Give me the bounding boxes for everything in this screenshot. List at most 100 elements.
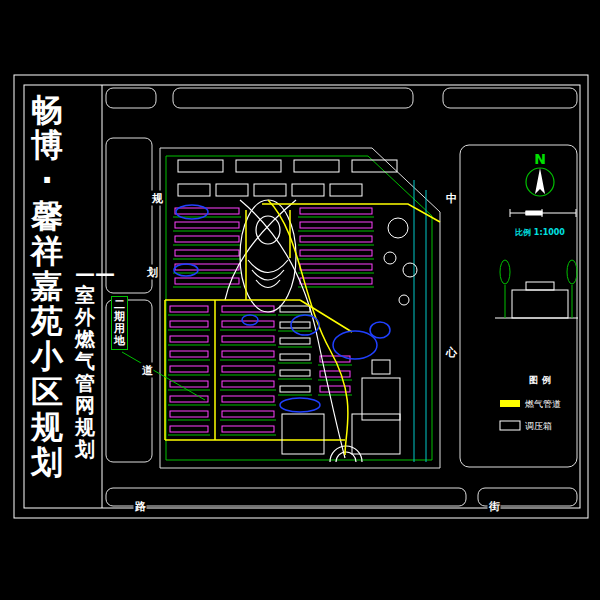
map-label: 划: [146, 265, 159, 280]
building: [280, 322, 310, 328]
building: [280, 354, 310, 360]
path-line: [173, 245, 241, 246]
path-line: [173, 231, 241, 232]
map-label: N: [533, 151, 547, 167]
path-line: [220, 435, 276, 436]
title-strip-line: [102, 85, 103, 508]
building: [175, 222, 239, 228]
path-line: [168, 360, 210, 361]
north-arrow: [526, 168, 554, 196]
sheet-subtitle: ——室外燃气管网规划: [75, 262, 95, 460]
map-label: 图 例: [528, 374, 551, 387]
site-boundary: [166, 156, 432, 460]
building: [300, 264, 372, 270]
building: [280, 370, 310, 376]
path-line: [220, 375, 276, 376]
building: [175, 278, 239, 284]
building: [352, 160, 397, 172]
building: [170, 366, 208, 372]
building: [178, 160, 223, 172]
parcel-label: 二期用地: [114, 299, 125, 347]
building: [300, 250, 372, 256]
path-line: [168, 420, 210, 421]
public-buildings: [282, 360, 400, 454]
path-line: [220, 390, 276, 391]
sheet-frame: [14, 75, 588, 518]
path-line: [220, 360, 276, 361]
building: [178, 184, 210, 196]
building: [222, 366, 274, 372]
legend-text: 调压箱: [525, 420, 552, 433]
map-label: 规: [151, 191, 164, 206]
path-line: [173, 259, 241, 260]
path-line: [173, 273, 241, 274]
trees: [384, 218, 417, 305]
scale-bar: [510, 209, 576, 217]
building: [300, 222, 372, 228]
path-line: [168, 330, 210, 331]
building: [222, 306, 274, 312]
gas-pipes: [165, 200, 440, 455]
path-line: [278, 379, 312, 380]
building: [216, 184, 248, 196]
legend-text: 燃气管道: [525, 398, 561, 411]
path-line: [298, 259, 374, 260]
building: [330, 184, 362, 196]
map-label: 心: [445, 345, 458, 360]
building: [170, 321, 208, 327]
path-line: [220, 330, 276, 331]
building: [300, 208, 372, 214]
building: [175, 264, 239, 270]
building: [175, 250, 239, 256]
building: [280, 386, 310, 392]
path-line: [298, 287, 374, 288]
building: [280, 338, 310, 344]
building: [292, 184, 324, 196]
inner-frame: [24, 85, 580, 508]
path-line: [298, 231, 374, 232]
map-label: 道: [141, 363, 154, 378]
building: [222, 321, 274, 327]
building: [170, 381, 208, 387]
path-line: [318, 380, 352, 381]
building: [254, 184, 286, 196]
sheet-title: 畅博·馨祥嘉苑小区规划: [31, 93, 63, 480]
path-line: [168, 375, 210, 376]
map-label: 中: [445, 191, 458, 206]
road-curbs: [106, 88, 577, 506]
legend-swatch: [500, 400, 520, 407]
map-label: 路: [134, 499, 147, 514]
path-line: [278, 347, 312, 348]
legend-sample-box: [500, 421, 520, 430]
path-line: [168, 405, 210, 406]
elevation: [495, 260, 578, 318]
map-label: 比例 1:1000: [514, 227, 566, 238]
path-line: [298, 245, 374, 246]
building: [170, 411, 208, 417]
path-line: [220, 420, 276, 421]
land-parcel-box: 二期用地: [111, 296, 128, 350]
building: [170, 426, 208, 432]
path-line: [173, 287, 241, 288]
building: [222, 336, 274, 342]
map-label: 街: [488, 499, 501, 514]
building: [170, 306, 208, 312]
path-line: [168, 435, 210, 436]
path-line: [278, 363, 312, 364]
building: [222, 351, 274, 357]
building: [280, 306, 310, 312]
building: [300, 236, 372, 242]
buildings: [168, 160, 397, 435]
building: [294, 160, 339, 172]
building: [222, 381, 274, 387]
path-line: [220, 405, 276, 406]
building: [175, 236, 239, 242]
building: [170, 351, 208, 357]
building: [236, 160, 281, 172]
building: [170, 336, 208, 342]
central-plaza: [225, 200, 362, 462]
building: [300, 278, 372, 284]
tree-clusters: [174, 205, 390, 412]
path-line: [220, 345, 276, 346]
